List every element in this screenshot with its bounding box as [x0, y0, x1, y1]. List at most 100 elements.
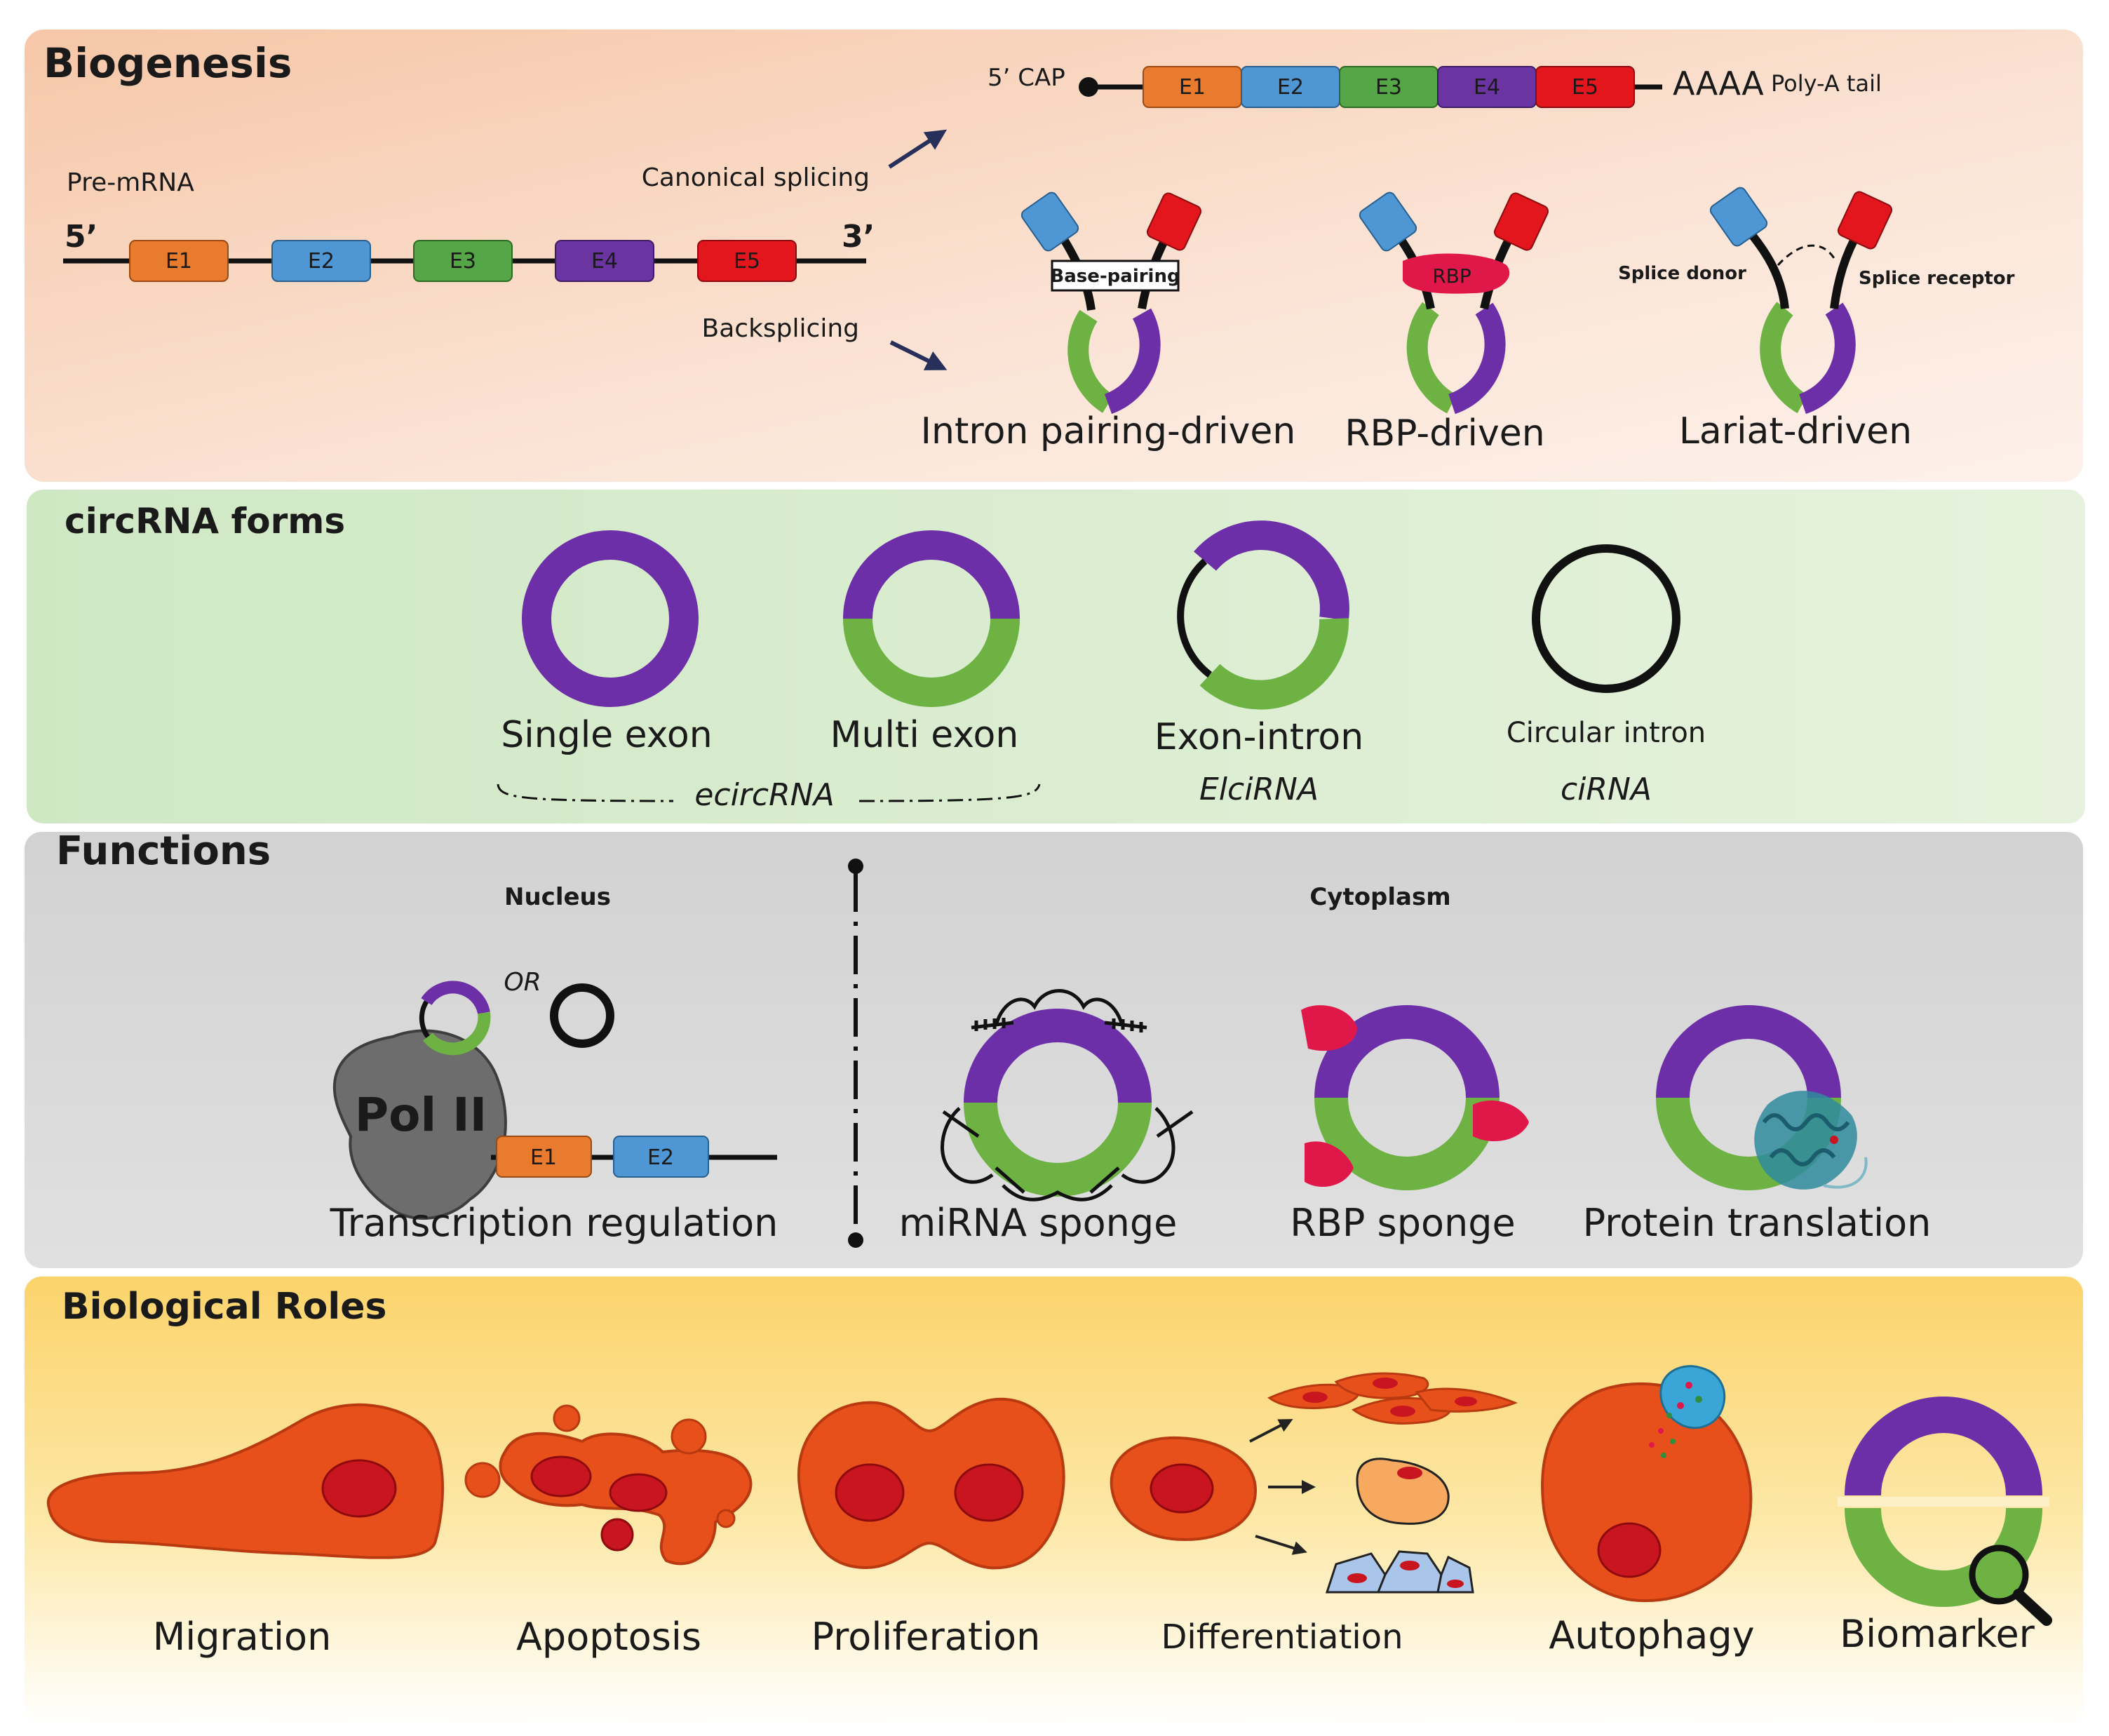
mature-exon-e4-label: E4 — [1474, 75, 1500, 100]
biomarker-ring-purple — [1845, 1397, 2042, 1496]
exon-intron-ring-green — [1199, 618, 1349, 710]
ecircrna-brace-right — [858, 783, 1041, 802]
role-autophagy: Autophagy — [1549, 1613, 1754, 1657]
polya-label: Poly-A tail — [1771, 70, 1882, 97]
exon-e2 — [271, 240, 371, 282]
ecircrna-label: ecircRNA — [694, 777, 834, 813]
mirna-sponge-diagram — [940, 989, 1194, 1202]
tick — [1156, 1110, 1194, 1138]
proliferation-nucleus-left — [835, 1463, 905, 1522]
diff-arrow-1 — [1249, 1419, 1293, 1443]
nucleus-cytoplasm-divider — [848, 859, 863, 1248]
lariat-red-exon — [1837, 191, 1893, 250]
migration-nucleus — [321, 1459, 397, 1518]
protein-helix — [1762, 1113, 1850, 1131]
fibroblast-nucleus — [1390, 1406, 1415, 1417]
cargo-dot — [1695, 1396, 1702, 1403]
cargo-dot — [1658, 1428, 1664, 1434]
circular-intron-ring — [1532, 544, 1680, 693]
mirna-right — [1121, 1107, 1175, 1184]
apoptotic-body — [553, 1404, 581, 1432]
epithelial-nucleus — [1447, 1580, 1464, 1588]
rbp-protein-shape — [1403, 253, 1510, 294]
func-exon-e1 — [496, 1136, 592, 1178]
apoptosis-nucleus-2 — [609, 1473, 668, 1512]
rbp-sponge-protein-2 — [1473, 1101, 1529, 1142]
diff-arrow-3 — [1255, 1535, 1307, 1555]
epithelial-nucleus — [1400, 1561, 1420, 1570]
exon-intron-ring-purple — [1194, 520, 1349, 621]
exon-e2-label: E2 — [308, 249, 335, 274]
exon-intron-ring — [1177, 520, 1349, 710]
fibroblast-nucleus — [1302, 1392, 1328, 1403]
apoptotic-body — [464, 1462, 501, 1498]
fibroblast-cells — [1267, 1372, 1518, 1425]
mature-exon-e5 — [1535, 66, 1635, 108]
mature-exon-e3-label: E3 — [1375, 75, 1402, 100]
autophagosome — [1659, 1365, 1726, 1429]
function-transcription-regulation: Transcription regulation — [330, 1201, 779, 1245]
canonical-arrow — [888, 129, 948, 169]
rbp-sponge-protein-3 — [1305, 1141, 1354, 1187]
protein-coil — [1823, 1157, 1868, 1189]
tick — [942, 1110, 980, 1138]
ecircrna-brace-left — [497, 783, 674, 802]
tick — [1089, 1166, 1120, 1194]
multi-exon-ring — [843, 530, 1020, 707]
biogenesis-title: Biogenesis — [43, 39, 292, 87]
lariat-blue-exon — [1709, 187, 1768, 247]
divider-bottom-dot — [848, 1232, 863, 1248]
mirna-ring-green — [964, 1102, 1152, 1197]
roles-title: Biological Roles — [62, 1286, 386, 1328]
role-biomarker: Biomarker — [1840, 1612, 2035, 1656]
small-ring-intron — [419, 1000, 430, 1039]
round-cell — [1356, 1458, 1450, 1525]
exon-intron-intron-segment — [1177, 558, 1213, 678]
form-circular-intron: Circular intron — [1507, 717, 1706, 749]
pol-ii-label: Pol II — [355, 1088, 487, 1142]
small-exon-intron-ring — [419, 981, 491, 1056]
cap-label: 5’ CAP — [988, 64, 1065, 92]
cytoplasm-label: Cytoplasm — [1309, 883, 1450, 911]
or-label: OR — [504, 968, 541, 997]
tick — [995, 1166, 1025, 1194]
cargo-dot — [1661, 1453, 1666, 1458]
polya-sequence: AAAA — [1673, 65, 1764, 102]
mechanism-intron-pairing: Intron pairing-driven — [921, 410, 1296, 452]
protein-translation-diagram — [1656, 1005, 1868, 1190]
func-exon-e2 — [613, 1136, 709, 1178]
single-exon-ring — [522, 530, 699, 707]
exon-e1-label: E1 — [166, 249, 192, 274]
exon-e5 — [697, 240, 797, 282]
mirna-ring-purple — [964, 1009, 1152, 1103]
splice-receptor-label: Splice receptor — [1859, 268, 2015, 289]
fibroblast-nucleus — [1455, 1397, 1477, 1406]
epithelial-cell — [1436, 1555, 1474, 1594]
functions-title: Functions — [56, 828, 271, 874]
intron-pairing-ring-purple — [1104, 308, 1161, 415]
exon-e1 — [129, 240, 229, 282]
differentiation-diagram — [1110, 1372, 1518, 1594]
backsplicing-arrow — [889, 340, 948, 370]
func-exon-e1-label: E1 — [530, 1145, 557, 1170]
epithelial-nucleus — [1347, 1573, 1367, 1583]
function-rbp-sponge: RBP sponge — [1290, 1201, 1515, 1245]
rbp-ring-purple — [1448, 302, 1506, 415]
base-pairing-label: Base-pairing — [1050, 266, 1180, 287]
mature-exon-e2-label: E2 — [1277, 75, 1304, 100]
mirna-bottom — [1002, 1184, 1113, 1202]
pre-mrna-label: Pre-mRNA — [67, 168, 194, 197]
forms-title: circRNA forms — [65, 501, 345, 541]
lariat-dashed-link — [1777, 244, 1835, 267]
lariat-ring-purple — [1798, 302, 1856, 415]
lariat-driven-diagram: Splice donor Splice receptor — [1618, 187, 2015, 415]
protein-active-site — [1830, 1136, 1838, 1144]
magnifier-handle — [2013, 1589, 2052, 1626]
apoptotic-body — [600, 1518, 634, 1552]
biomarker-ring-green — [1845, 1507, 2042, 1607]
autophagy-diagram — [1541, 1365, 1753, 1603]
apoptotic-body — [671, 1418, 707, 1455]
form-exon-intron: Exon-intron — [1154, 716, 1363, 758]
protein-helix — [1769, 1148, 1836, 1166]
